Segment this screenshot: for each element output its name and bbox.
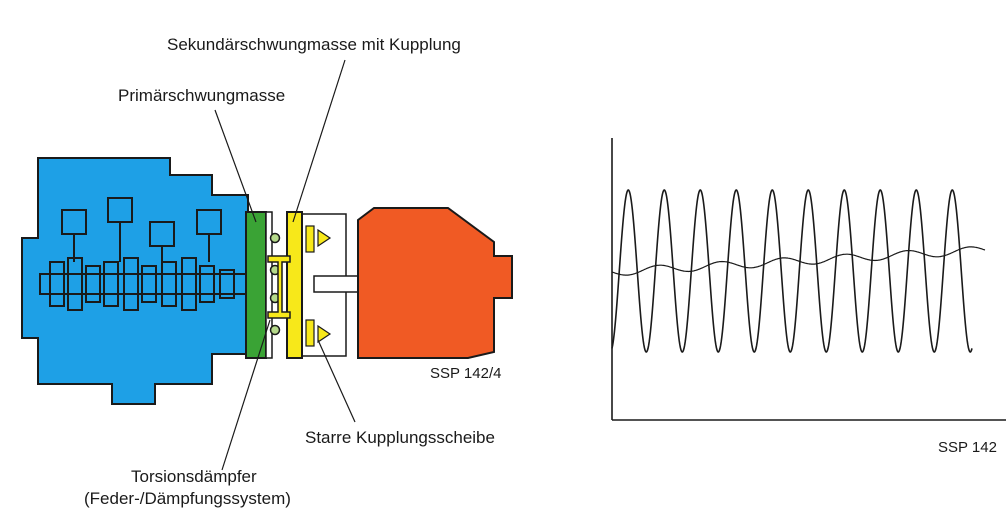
chart-series-undamped xyxy=(611,189,973,353)
label-torsion-damper-detail: (Feder-/Dämpfungssystem) xyxy=(84,489,291,508)
gearbox xyxy=(357,207,513,359)
secondary-flywheel xyxy=(267,211,347,359)
label-rigid-clutch-disc: Starre Kupplungsscheibe xyxy=(305,428,495,447)
primary-flywheel xyxy=(245,211,273,359)
leader-lines xyxy=(214,59,356,471)
chart-series-damped xyxy=(611,246,986,276)
oscillation-chart xyxy=(611,138,1006,421)
engine-block xyxy=(21,157,249,405)
reference-code-right: SSP 142 xyxy=(938,439,997,456)
reference-code-left: SSP 142/4 xyxy=(430,365,502,382)
label-torsion-damper: Torsionsdämpfer xyxy=(131,467,257,486)
label-primary-flywheel: Primärschwungmasse xyxy=(118,86,286,105)
gearbox-input-shaft xyxy=(313,275,361,293)
label-secondary-flywheel: Sekundärschwungmasse mit Kupplung xyxy=(167,35,461,54)
damper-springs xyxy=(269,232,281,336)
